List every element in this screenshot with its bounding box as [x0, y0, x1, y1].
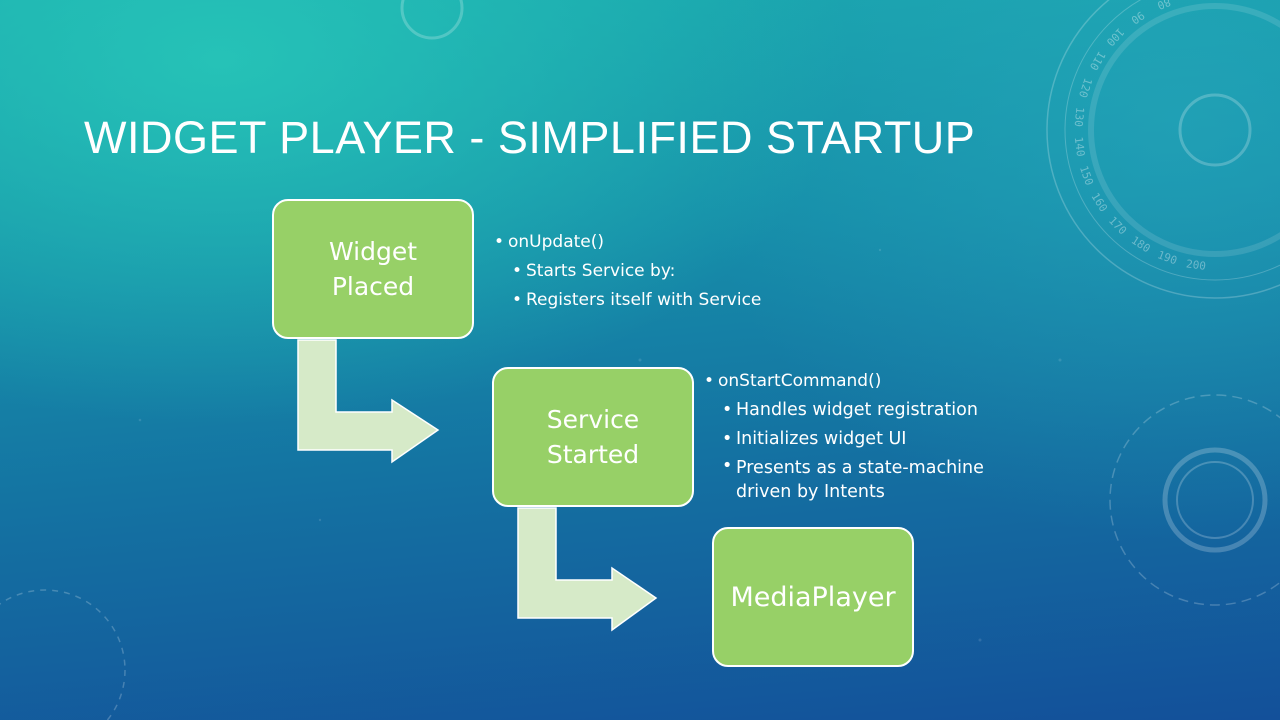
detail-bullet: Handles widget registration	[722, 396, 984, 425]
dial-tick-label: 80	[1155, 0, 1172, 12]
dial-tick-label: 150	[1077, 164, 1096, 187]
dial-tick-label: 140	[1072, 136, 1087, 157]
dial-tick-label: 130	[1072, 106, 1087, 127]
detail-bullet: Starts Service by:	[512, 257, 761, 286]
step-label-line: Service	[546, 405, 640, 434]
step-details-service-started: onStartCommand() Handles widget registra…	[704, 367, 984, 504]
dial-tick-label: 200	[1185, 257, 1206, 273]
step-label-line: MediaPlayer	[730, 581, 896, 613]
step-details-widget-placed: onUpdate() Starts Service by: Registers …	[494, 228, 761, 315]
detail-line: Presents as a state-machine	[736, 458, 984, 478]
detail-line: driven by Intents	[736, 482, 885, 502]
method-bullet: onStartCommand()	[704, 367, 984, 396]
detail-bullet: Presents as a state-machine driven by In…	[722, 454, 984, 504]
dial-tick-label: 90	[1129, 8, 1147, 26]
step-label-line: Started	[546, 440, 640, 469]
detail-bullet: Initializes widget UI	[722, 425, 984, 454]
step-label-line: Widget	[328, 237, 418, 266]
dial-tick-label: 120	[1076, 76, 1095, 99]
step-label-line: Placed	[331, 272, 415, 301]
step-box-service-started: Service Started	[492, 367, 694, 507]
method-bullet: onUpdate()	[494, 228, 761, 257]
step-box-widget-placed: Widget Placed	[272, 199, 474, 339]
detail-bullet: Registers itself with Service	[512, 286, 761, 315]
step-box-mediaplayer: MediaPlayer	[712, 527, 914, 667]
slide-title: WIDGET PLAYER - SIMPLIFIED STARTUP	[84, 112, 976, 163]
